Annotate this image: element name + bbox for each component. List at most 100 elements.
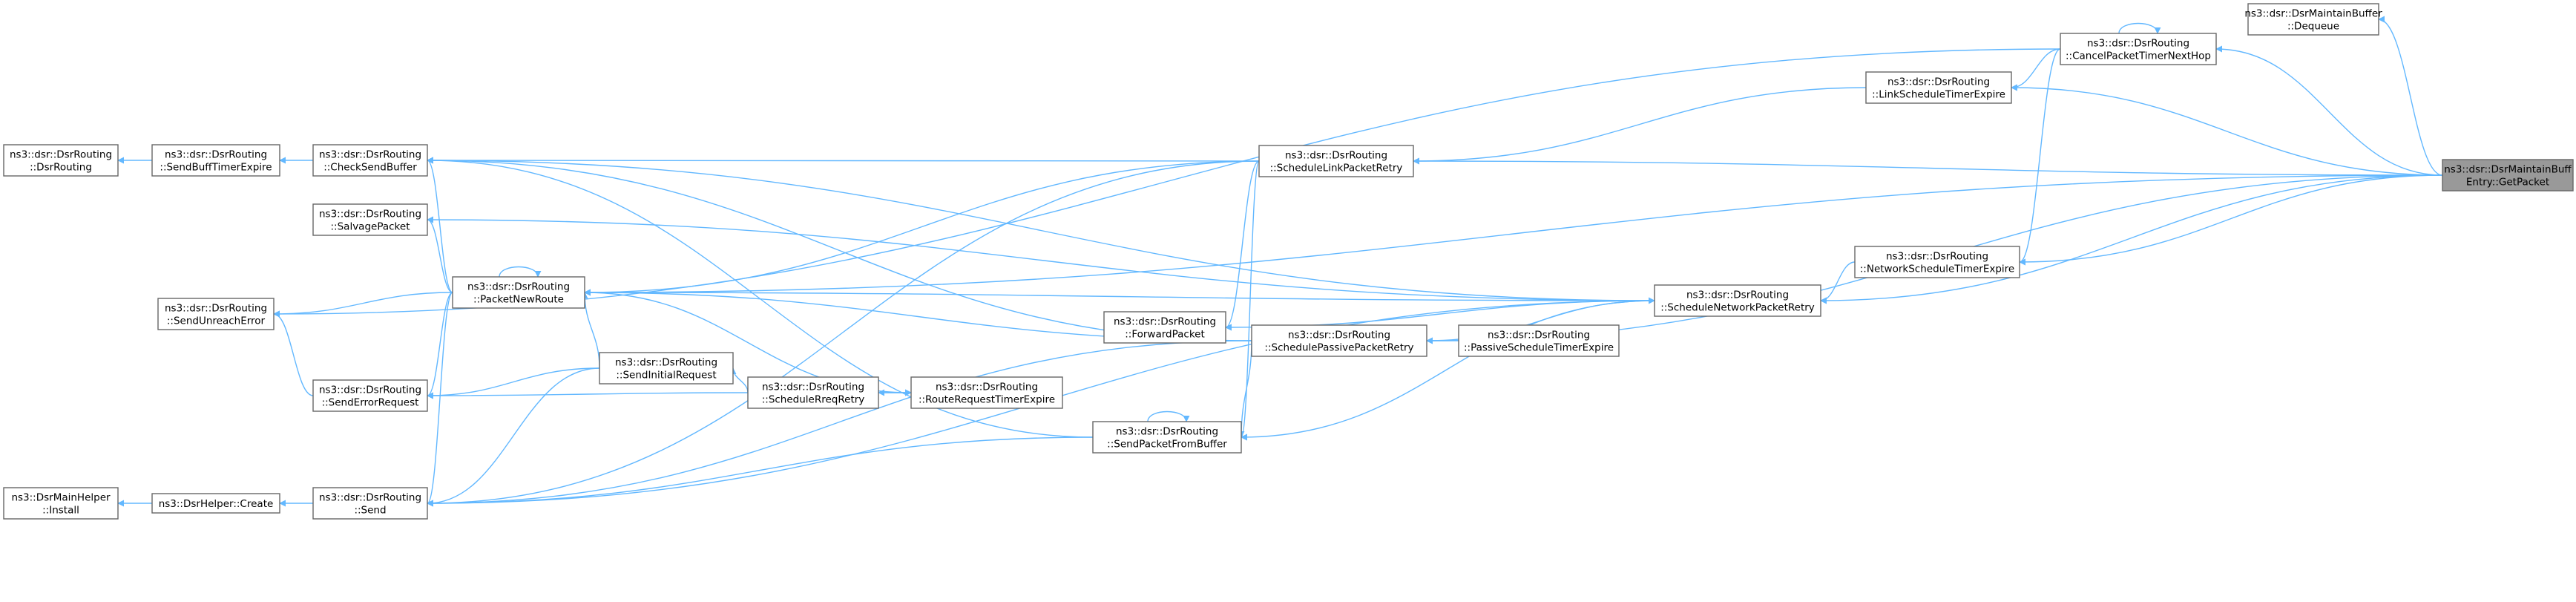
node-label-line: ::Send [354, 505, 386, 517]
node-cancel[interactable]: ns3::dsr::DsrRouting::CancelPacketTimerN… [2060, 33, 2217, 65]
node-dsrrouting[interactable]: ns3::dsr::DsrRouting::DsrRouting [3, 144, 119, 177]
node-label-line: ns3::dsr::DsrRouting [1114, 316, 1216, 328]
node-box [157, 298, 275, 330]
edge-dequeue-to-getpacket [2378, 16, 2443, 176]
node-box [1251, 324, 1427, 357]
edge-line [2378, 16, 2443, 176]
edge-line [427, 392, 749, 399]
node-checksend[interactable]: ns3::dsr::DsrRouting::CheckSendBuffer [312, 144, 428, 177]
node-label-line: ::Dequeue [2287, 21, 2339, 33]
node-sendbuff[interactable]: ns3::dsr::DsrRouting::SendBuffTimerExpir… [151, 144, 280, 177]
node-pktnew[interactable]: ns3::dsr::DsrRouting::PacketNewRoute [452, 276, 585, 309]
edge-netsched-to-cancel [2019, 48, 2061, 266]
node-forward[interactable]: ns3::dsr::DsrRouting::ForwardPacket [1103, 311, 1226, 344]
node-box [1092, 421, 1242, 454]
edge-line [427, 157, 1094, 438]
node-box [452, 276, 585, 309]
node-label-line: ns3::dsr::DsrRouting [319, 149, 421, 161]
node-label-line: ::LinkScheduleTimerExpire [1872, 89, 2005, 101]
node-box [3, 144, 119, 177]
edge-line [273, 48, 2061, 318]
node-box [1458, 324, 1620, 357]
edge-sendinit-to-schedreq [729, 367, 749, 393]
node-schedpass[interactable]: ns3::dsr::DsrRouting::SchedulePassivePac… [1251, 324, 1427, 357]
edge-forward-to-schednet [1225, 300, 1655, 331]
edge-line [427, 367, 600, 399]
node-box [312, 144, 428, 177]
edge-line [1820, 261, 1856, 304]
edge-line [427, 292, 453, 399]
node-send[interactable]: ns3::dsr::DsrRouting::Send [312, 487, 428, 520]
node-box [599, 352, 734, 385]
node-getpacket[interactable]: ns3::dsr::DsrMaintainBuffEntry::GetPacke… [2442, 159, 2574, 192]
node-dequeue[interactable]: ns3::dsr::DsrMaintainBuffer::Dequeue [2244, 3, 2382, 36]
node-label-line: ::CancelPacketTimerNextHop [2066, 50, 2211, 62]
edge-schedlink-to-getpacket [1413, 157, 2443, 176]
node-box [1654, 284, 1821, 317]
node-netsched[interactable]: ns3::dsr::DsrRouting::NetworkScheduleTim… [1854, 246, 2020, 278]
edge-checksend-to-sendfrombuf [427, 157, 1094, 438]
edge-line [2011, 84, 2443, 176]
edge-senderr-to-schedreq [427, 392, 749, 399]
edge-line [584, 289, 1655, 301]
edge-senderr-to-pktnew [427, 292, 453, 399]
node-linksched[interactable]: ns3::dsr::DsrRouting::LinkScheduleTimerE… [1865, 71, 2012, 104]
node-label-line: ::Install [42, 505, 79, 517]
node-schednet[interactable]: ns3::dsr::DsrRouting::ScheduleNetworkPac… [1654, 284, 1821, 317]
edge-line [2118, 22, 2161, 34]
node-label-line: ns3::dsr::DsrRouting [1887, 76, 1990, 88]
edge-schedlink-to-linksched [1413, 87, 1867, 165]
node-sendfrombuf[interactable]: ns3::dsr::DsrRouting::SendPacketFromBuff… [1092, 421, 1242, 454]
node-label-line: ::PacketNewRoute [473, 294, 564, 306]
edge-send-to-pktnew [427, 292, 453, 507]
node-box [312, 487, 428, 520]
edges-layer [117, 16, 2443, 507]
node-schedreq[interactable]: ns3::dsr::DsrRouting::ScheduleRreqRetry [747, 376, 879, 409]
edge-line [499, 266, 542, 278]
node-passsched[interactable]: ns3::dsr::DsrRouting::PassiveScheduleTim… [1458, 324, 1620, 357]
edge-line [427, 157, 453, 293]
edge-schednet-to-getpacket [1820, 174, 2443, 304]
edge-line [1820, 174, 2443, 304]
edge-line [427, 160, 1260, 507]
edge-line [427, 292, 453, 507]
node-salvage[interactable]: ns3::dsr::DsrRouting::SalvagePacket [312, 203, 428, 236]
node-helpercreate[interactable]: ns3::DsrHelper::Create [151, 493, 280, 514]
edge-sendunreach-to-senderr [273, 310, 314, 396]
edge-line [581, 292, 600, 369]
edge-line [427, 157, 1260, 164]
edge-checksend-to-schedlink [427, 157, 1260, 164]
node-label-line: ::ForwardPacket [1125, 329, 1205, 341]
node-box [910, 376, 1063, 409]
edge-pktnew-to-getpacket [584, 174, 2443, 296]
node-sendunreach[interactable]: ns3::dsr::DsrRouting::SendUnreachError [157, 298, 275, 330]
node-label-line: ::SendUnreachError [167, 315, 266, 327]
node-box [1865, 71, 2012, 104]
node-label-line: ::RouteRequestTimerExpire [919, 394, 1055, 406]
node-schedlink[interactable]: ns3::dsr::DsrRouting::ScheduleLinkPacket… [1258, 145, 1414, 177]
edge-line [273, 292, 453, 318]
edge-line [1241, 160, 1260, 441]
node-rreqexpire[interactable]: ns3::dsr::DsrRouting::RouteRequestTimerE… [910, 376, 1063, 409]
node-box [747, 376, 879, 409]
node-senderr[interactable]: ns3::dsr::DsrRouting::SendErrorRequest [312, 379, 428, 412]
edge-checksend-to-pktnew [427, 157, 453, 293]
edge-cancel-to-getpacket [2215, 45, 2443, 176]
edge-line [2011, 48, 2061, 91]
node-sendinit[interactable]: ns3::dsr::DsrRouting::SendInitialRequest [599, 352, 734, 385]
edge-forward-to-schedlink [1225, 160, 1260, 331]
edge-line [729, 367, 749, 393]
node-label-line: ns3::dsr::DsrMaintainBuffer [2244, 8, 2382, 20]
node-box [2442, 159, 2574, 192]
node-box [1103, 311, 1226, 344]
edge-sendfrombuf-to-schednet [1241, 300, 1655, 441]
edge-pktnew-to-pktnew [499, 266, 542, 278]
node-label-line: ::SchedulePassivePacketRetry [1264, 342, 1413, 354]
edge-sendfrombuf-to-sendfrombuf [1147, 410, 1190, 422]
edge-checksend-to-schednet [427, 157, 1655, 301]
edge-linksched-to-cancel [2011, 48, 2061, 91]
edge-line [584, 174, 2443, 296]
node-label-line: ::DsrRouting [30, 162, 92, 174]
node-mainhelper[interactable]: ns3::DsrMainHelper::Install [3, 487, 119, 520]
